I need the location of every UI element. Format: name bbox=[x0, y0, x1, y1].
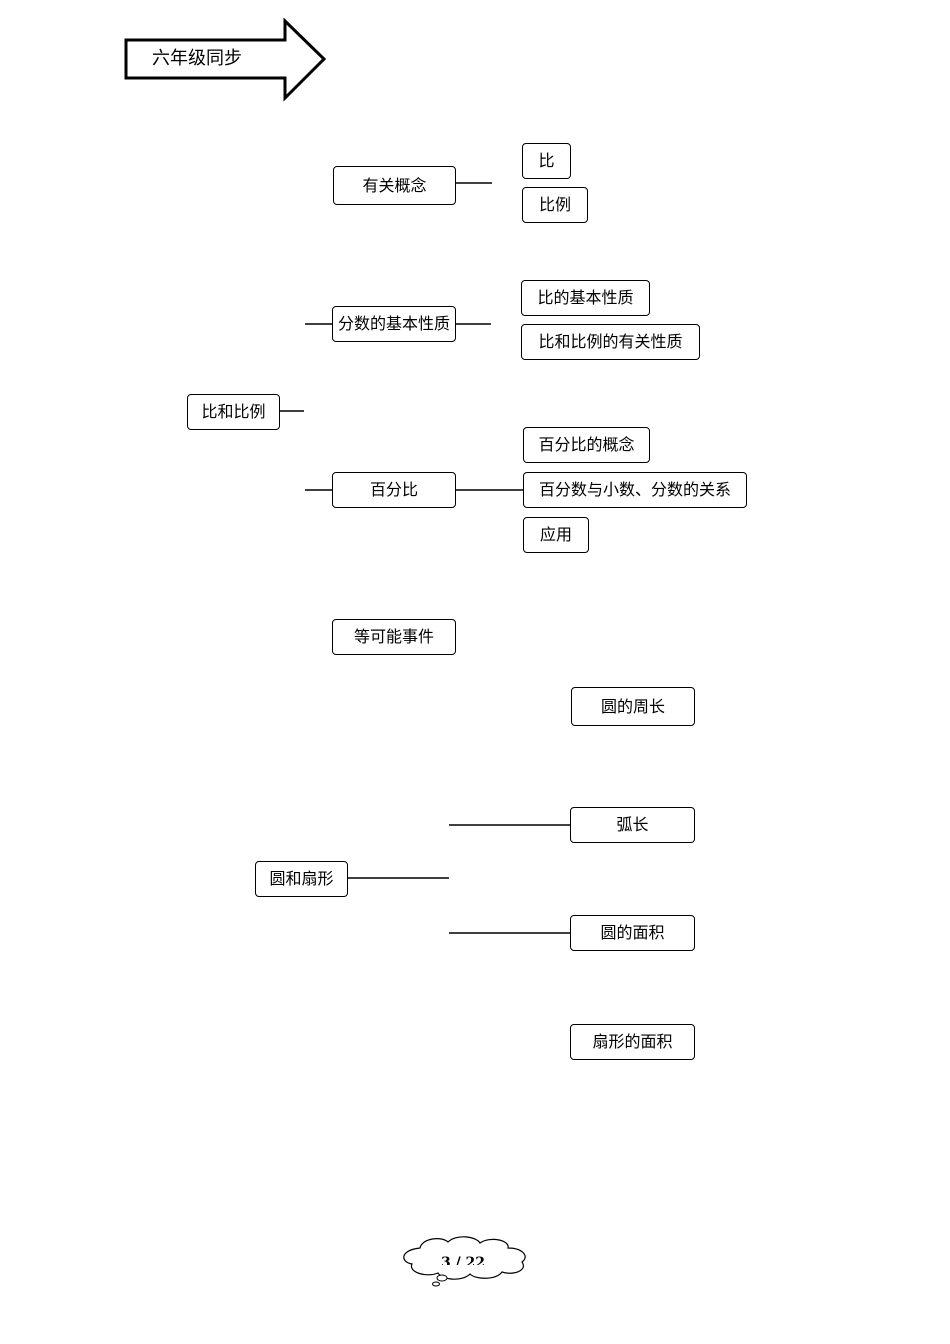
node-ratio-and-proportion: 比和比例 bbox=[187, 394, 280, 430]
node-equally-likely-events: 等可能事件 bbox=[332, 619, 456, 655]
page-number: 3 / 22 bbox=[440, 1255, 486, 1265]
node-percentage: 百分比 bbox=[332, 472, 456, 508]
node-fraction-basic-property: 分数的基本性质 bbox=[332, 306, 456, 342]
node-sector-area: 扇形的面积 bbox=[570, 1024, 695, 1060]
node-ratio-proportion-properties: 比和比例的有关性质 bbox=[521, 324, 700, 360]
node-proportion: 比例 bbox=[522, 187, 588, 223]
header-badge-label: 六年级同步 bbox=[152, 48, 242, 69]
node-circle-circumference: 圆的周长 bbox=[571, 687, 695, 726]
node-application: 应用 bbox=[523, 517, 589, 553]
node-related-concepts: 有关概念 bbox=[333, 166, 456, 205]
node-arc-length: 弧长 bbox=[570, 807, 695, 843]
page-number-cloud-icon bbox=[403, 1236, 526, 1287]
node-circle-and-sector: 圆和扇形 bbox=[255, 861, 348, 897]
node-percentage-concept: 百分比的概念 bbox=[523, 427, 650, 463]
node-ratio: 比 bbox=[522, 143, 571, 179]
node-percentage-relations: 百分数与小数、分数的关系 bbox=[523, 472, 747, 508]
node-ratio-basic-property: 比的基本性质 bbox=[521, 280, 650, 316]
node-circle-area: 圆的面积 bbox=[570, 915, 695, 951]
header-arrow-icon bbox=[124, 18, 327, 102]
